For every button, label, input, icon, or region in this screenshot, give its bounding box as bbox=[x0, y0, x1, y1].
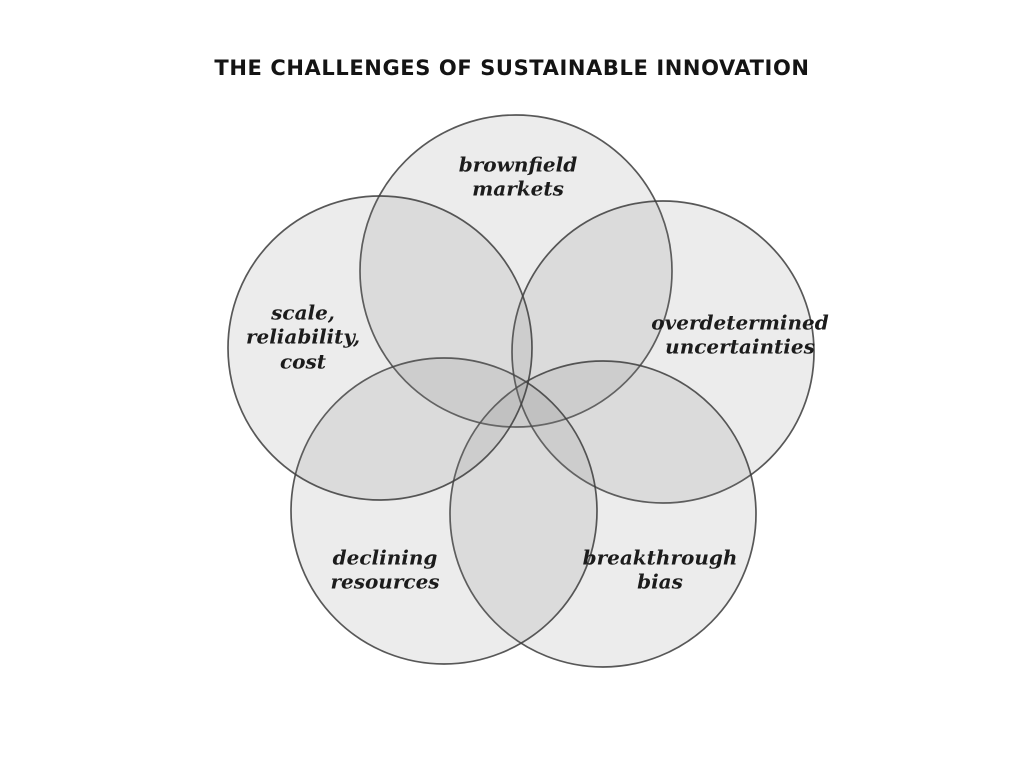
venn-label-overdetermined-uncertainties: overdetermined uncertainties bbox=[651, 310, 829, 359]
venn-label-scale-reliability-cost: scale, reliability, cost bbox=[245, 300, 361, 374]
venn-circle-declining-resources bbox=[290, 357, 598, 665]
venn-circle-scale-reliability-cost bbox=[227, 195, 533, 501]
venn-label-breakthrough-bias: breakthrough bias bbox=[582, 545, 738, 594]
venn-circle-overdetermined-uncertainties bbox=[511, 200, 815, 504]
venn-circle-breakthrough-bias bbox=[449, 360, 757, 668]
venn-label-declining-resources: declining resources bbox=[330, 545, 440, 594]
venn-circle-brownfield-markets bbox=[359, 114, 673, 428]
diagram-title: THE CHALLENGES OF SUSTAINABLE INNOVATION bbox=[214, 56, 810, 80]
venn-label-brownfield-markets: brownfield markets bbox=[458, 152, 578, 201]
